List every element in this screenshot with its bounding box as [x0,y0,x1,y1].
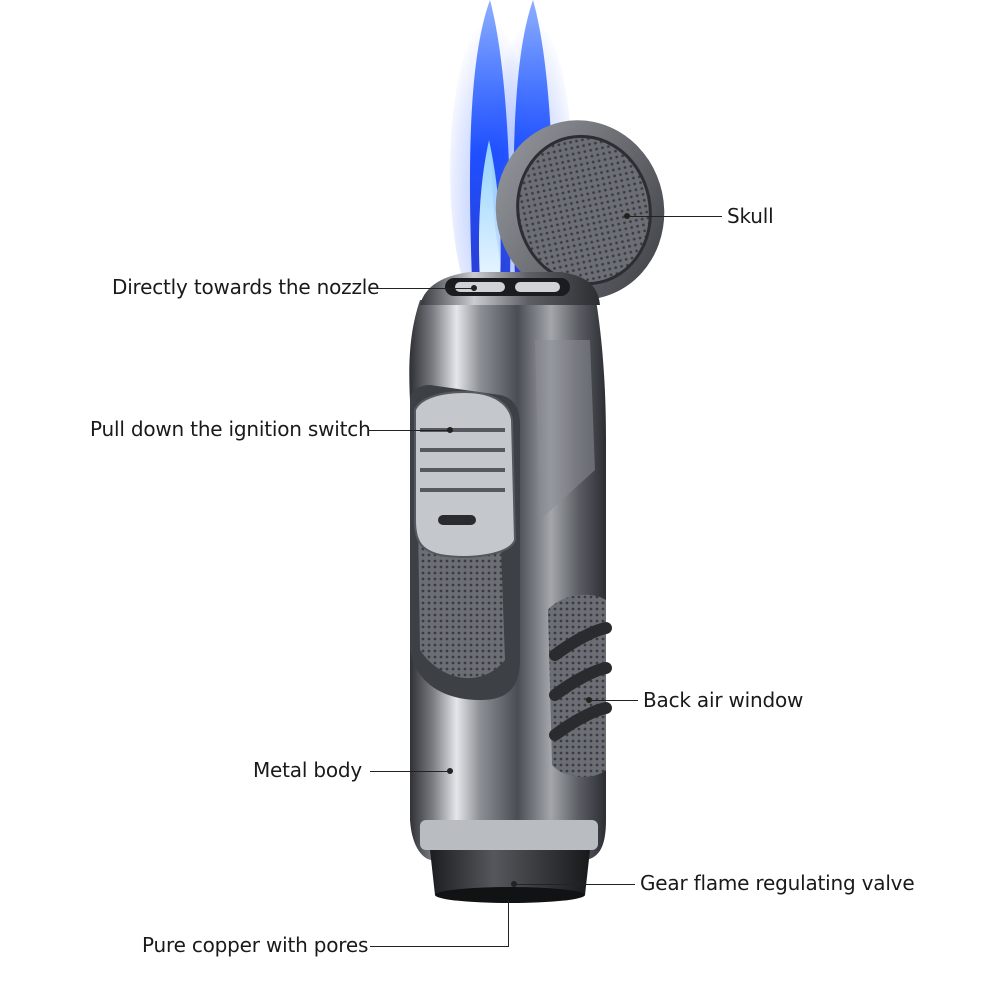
leader-copper [370,946,509,947]
label-nozzle: Directly towards the nozzle [112,275,380,299]
leader-copper-vertical [508,900,509,946]
leader-dot-air-window [586,697,592,703]
leader-skull [628,216,722,217]
label-skull: Skull [727,204,774,228]
leader-metal-body [370,771,450,772]
lid [495,120,665,300]
leader-dot-skull [624,213,630,219]
label-metal-body: Metal body [253,758,363,782]
leader-gear-valve [515,884,635,885]
leader-dot-metal-body [447,768,453,774]
label-ignition: Pull down the ignition switch [90,417,371,441]
label-air-window: Back air window [643,688,804,712]
lighter-body [409,272,612,903]
leader-air-window [590,700,638,701]
leader-dot-nozzle [471,285,477,291]
label-copper: Pure copper with pores [142,933,369,957]
leader-dot-ignition [447,427,453,433]
leader-ignition [368,430,450,431]
leader-dot-gear-valve [511,881,517,887]
leader-nozzle [372,288,474,289]
label-gear-valve: Gear flame regulating valve [640,871,915,895]
